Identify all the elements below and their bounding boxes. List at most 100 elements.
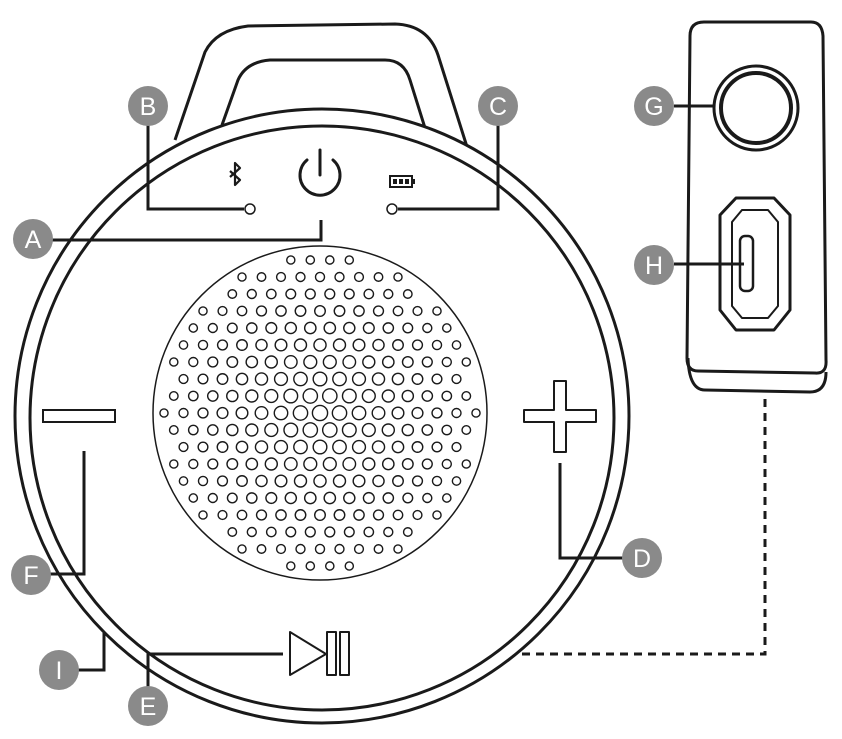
grille-hole bbox=[351, 439, 367, 455]
grille-hole bbox=[226, 322, 238, 334]
grille-hole bbox=[235, 440, 249, 454]
grille-hole bbox=[305, 255, 316, 265]
grille-hole bbox=[216, 339, 229, 351]
grille-hole bbox=[197, 441, 209, 453]
grille-hole bbox=[284, 321, 298, 335]
power-button[interactable] bbox=[298, 148, 342, 197]
grille-hole bbox=[207, 322, 219, 334]
grille-hole bbox=[421, 424, 434, 436]
grille-hole bbox=[324, 288, 336, 300]
grille-hole bbox=[372, 474, 385, 488]
aux-jack-icon bbox=[712, 64, 800, 152]
callout-b-label: B bbox=[140, 93, 157, 121]
speaker-grille bbox=[152, 245, 488, 581]
grille-hole bbox=[314, 305, 326, 317]
volume-up-button[interactable] bbox=[523, 380, 597, 453]
grille-hole bbox=[216, 441, 229, 453]
grille-hole bbox=[178, 373, 189, 385]
battery-led bbox=[386, 203, 398, 215]
grille-hole bbox=[216, 406, 229, 420]
volume-down-button[interactable] bbox=[42, 409, 116, 423]
grille-hole bbox=[353, 305, 365, 317]
plus-icon bbox=[523, 380, 597, 453]
grille-hole bbox=[304, 288, 316, 300]
grille-hole bbox=[331, 405, 348, 421]
grille-hole bbox=[431, 441, 443, 453]
grille-hole bbox=[381, 389, 396, 403]
grille-hole bbox=[333, 509, 346, 521]
grille-hole bbox=[256, 272, 267, 282]
grille-hole bbox=[178, 476, 189, 486]
grille-hole bbox=[344, 561, 355, 571]
grille-hole bbox=[353, 271, 365, 283]
grille-hole bbox=[341, 422, 357, 438]
grille-hole bbox=[283, 388, 299, 404]
grille-hole bbox=[334, 271, 345, 283]
grille-hole bbox=[432, 306, 442, 316]
grille-hole bbox=[273, 439, 289, 455]
grille-hole bbox=[391, 372, 405, 386]
callout-d: D bbox=[622, 538, 662, 578]
grille-hole bbox=[372, 509, 385, 521]
grille-hole bbox=[401, 356, 414, 369]
grille-hole bbox=[264, 457, 278, 471]
bluetooth-icon bbox=[229, 161, 242, 187]
grille-hole bbox=[372, 338, 385, 352]
grille-hole bbox=[373, 544, 384, 554]
callout-i-label: I bbox=[56, 657, 63, 685]
grille-hole bbox=[264, 355, 278, 369]
grille-hole bbox=[302, 388, 319, 404]
grille-hole bbox=[314, 509, 326, 521]
grille-hole bbox=[402, 289, 413, 299]
grille-hole bbox=[332, 371, 347, 387]
grille-hole bbox=[237, 544, 247, 554]
grille-hole bbox=[441, 458, 453, 470]
grille-hole bbox=[216, 475, 229, 487]
grille-hole bbox=[236, 305, 248, 317]
grille-hole bbox=[352, 474, 366, 488]
grille-hole bbox=[412, 305, 423, 317]
grille-hole bbox=[411, 441, 424, 453]
grille-hole bbox=[245, 322, 258, 334]
grille-hole bbox=[188, 458, 199, 470]
grille-hole bbox=[305, 561, 316, 571]
callout-h: H bbox=[634, 245, 674, 285]
grille-hole bbox=[235, 406, 249, 420]
grille-hole bbox=[451, 476, 462, 486]
grille-hole bbox=[334, 543, 345, 555]
grille-hole bbox=[361, 388, 376, 404]
grille-hole bbox=[383, 526, 394, 538]
grille-hole bbox=[322, 354, 337, 370]
grille-hole bbox=[451, 373, 462, 385]
grille-hole bbox=[188, 493, 199, 503]
grille-hole bbox=[392, 305, 404, 317]
grille-hole bbox=[265, 321, 278, 335]
grille-hole bbox=[226, 423, 239, 437]
grille-hole bbox=[188, 356, 199, 368]
grille-hole bbox=[217, 509, 228, 521]
grille-hole bbox=[294, 305, 307, 317]
grille-hole bbox=[342, 457, 357, 471]
grille-hole bbox=[283, 457, 298, 471]
grille-hole bbox=[381, 423, 396, 437]
grille-hole bbox=[471, 408, 481, 418]
grille-hole bbox=[324, 255, 335, 265]
play-pause-button[interactable] bbox=[289, 631, 350, 676]
grille-hole bbox=[226, 458, 239, 471]
grille-hole bbox=[275, 271, 287, 283]
grille-hole bbox=[362, 355, 376, 369]
grille-hole bbox=[275, 543, 287, 555]
grille-hole bbox=[264, 388, 279, 404]
grille-hole bbox=[265, 491, 278, 505]
grille-hole bbox=[256, 544, 267, 554]
grille-hole bbox=[411, 475, 424, 487]
grille-hole bbox=[381, 355, 395, 369]
grille-hole bbox=[303, 321, 317, 335]
grille-hole bbox=[391, 406, 405, 420]
grille-hole bbox=[197, 475, 209, 487]
grille-hole bbox=[226, 492, 238, 504]
grille-hole bbox=[402, 527, 413, 537]
grille-hole bbox=[313, 474, 327, 488]
grille-hole bbox=[285, 288, 297, 300]
